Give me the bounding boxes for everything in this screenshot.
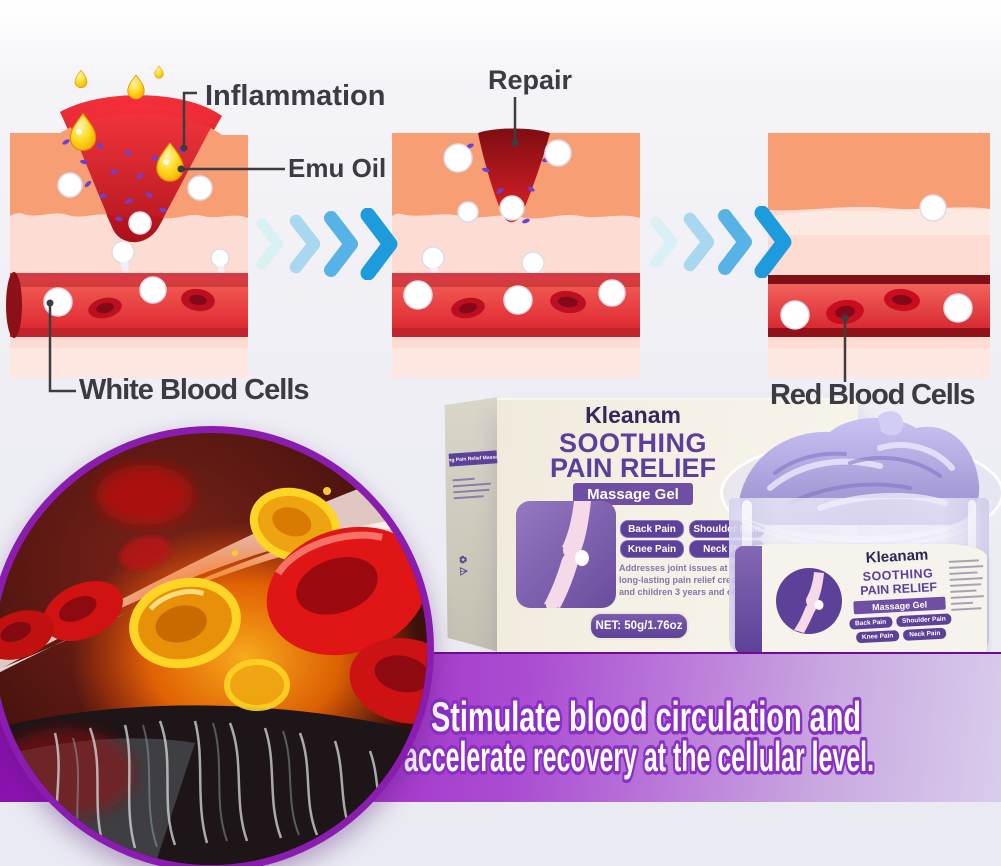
banner-line2: accelerate recovery at the cellular leve… [404, 733, 874, 780]
box-brand: Kleanam [585, 402, 681, 428]
jar-badge-neck-pain: Neck Pain [903, 627, 947, 641]
box-title-line2: PAIN RELIEF [549, 453, 716, 483]
red-blood-cells-label: Red Blood Cells [770, 379, 976, 411]
progress-arrows-icon [650, 206, 792, 278]
box-title-line1: SOOTHING [558, 428, 707, 458]
healed-stage-illustration [768, 133, 990, 378]
tissue-fibers [53, 720, 389, 854]
white-blood-cells-group [421, 139, 572, 275]
bacteria-cluster [62, 139, 186, 229]
healing-wound-shape [478, 128, 550, 223]
red-blood-cells-group [451, 290, 586, 319]
blood-cells-macro-image [0, 426, 434, 866]
jar-badge-shoulder-pain: Shoulder Pain [895, 613, 953, 628]
repair-label: Repair [488, 65, 573, 95]
red-blood-cells-group [826, 288, 920, 325]
red-blood-cells-group [88, 288, 215, 319]
net-weight-pill: NET: 50g/1.76oz [589, 612, 689, 640]
jar-label-purple-strip [735, 546, 762, 654]
emu-oil-label: Emu Oil [288, 153, 387, 183]
certification-icons: ♻ ⚠ [456, 554, 469, 577]
inflammation-label: Inflammation [205, 80, 386, 112]
white-blood-cells-label: White Blood Cells [79, 374, 309, 406]
blurred-red-cell [97, 465, 193, 525]
box-subtitle-ribbon: Massage Gel [573, 483, 693, 505]
emu-oil-droplets [69, 65, 184, 182]
jar-badge-knee-pain: Knee Pain [855, 630, 900, 644]
jar-fine-print [948, 555, 986, 611]
repair-stage-illustration [392, 128, 640, 378]
box-badge-back-pain: Back Pain [620, 520, 684, 538]
box-description: Addresses joint issues at the root, Fa l… [619, 563, 751, 597]
jar-subtitle-ribbon: Massage Gel [853, 596, 946, 615]
vessel-wall-top [10, 273, 248, 282]
jar-label-text: Kleanam SOOTHING PAIN RELIEF Massage Gel… [834, 545, 965, 644]
box-side-text-block [448, 472, 496, 500]
jar-badge-back-pain: Back Pain [848, 616, 893, 630]
epidermis-layer [768, 133, 990, 211]
inflammation-stage-illustration [6, 65, 248, 378]
white-blood-cell [919, 194, 947, 222]
knee-joint-icon [516, 501, 616, 608]
progress-arrows-icon [256, 208, 398, 280]
box-badge-knee-pain: Knee Pain [620, 540, 684, 558]
vessel-wall-bottom [10, 328, 248, 337]
banner-line1: Stimulate blood circulation and [431, 693, 861, 740]
product-box-side-panel [444, 397, 500, 653]
red-cells [0, 526, 427, 724]
jar-knee-joint-icon [776, 568, 842, 634]
